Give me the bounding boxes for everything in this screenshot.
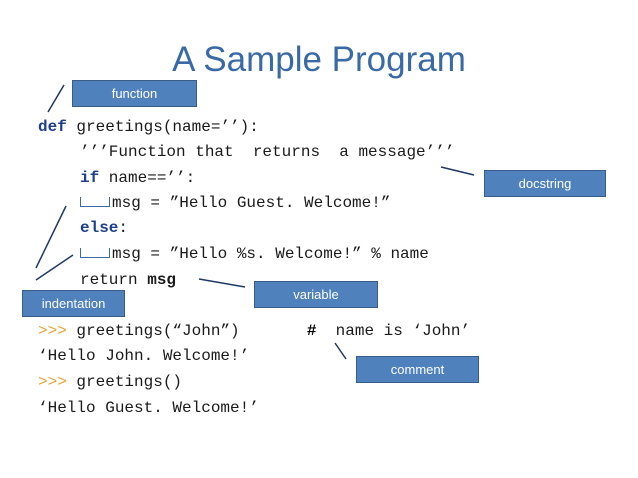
indentation-connector-lower [35, 254, 74, 281]
prompt-symbol: >>> [38, 373, 67, 391]
output-john: ‘Hello John. Welcome!’ [38, 347, 250, 365]
comment-connector [334, 342, 347, 360]
else-keyword: else [80, 219, 119, 237]
indentation-connector-upper [35, 205, 67, 269]
else-colon: : [118, 219, 129, 237]
comment-label: comment [356, 356, 479, 383]
return-keyword: return [80, 271, 148, 289]
slide-title: A Sample Program [172, 40, 466, 79]
code-line-def: def greetings(name=’’): [38, 117, 259, 137]
return-variable: msg [147, 271, 177, 289]
indentation-label: indentation [22, 290, 125, 317]
docstring-label: docstring [484, 170, 606, 197]
msg-guest-text: msg = ”Hello Guest. Welcome!” [112, 194, 391, 212]
variable-label: variable [254, 281, 378, 308]
code-line-call-john: >>> greetings(“John”) # name is ‘John’ [38, 321, 470, 341]
function-connector [47, 84, 65, 113]
indent-marker-icon [80, 248, 110, 258]
code-line-else: else: [80, 218, 128, 238]
code-line-call-guest: >>> greetings() [38, 372, 182, 392]
if-condition: name==’’: [99, 169, 196, 187]
function-label: function [72, 80, 197, 107]
code-line-docstring: ’’’Function that returns a message’’’ [80, 143, 455, 161]
indent-marker-icon [80, 197, 110, 207]
if-keyword: if [80, 169, 100, 187]
code-line-return: return msg [80, 270, 176, 290]
code-line-msg-name: msg = ”Hello %s. Welcome!” % name [80, 244, 429, 264]
docstring-connector [440, 166, 475, 176]
variable-connector [198, 278, 246, 288]
output-guest: ‘Hello Guest. Welcome!’ [38, 399, 259, 417]
code-line-if: if name==’’: [80, 168, 195, 188]
call-john: greetings(“John”) [66, 322, 240, 340]
call-guest: greetings() [66, 373, 183, 391]
msg-name-text: msg = ”Hello %s. Welcome!” % name [112, 245, 429, 263]
comment-text: name is ‘John’ [316, 322, 471, 340]
code-line-msg-guest: msg = ”Hello Guest. Welcome!” [80, 193, 390, 213]
def-keyword: def [38, 118, 67, 136]
prompt-symbol: >>> [38, 322, 67, 340]
def-signature: greetings(name=’’): [66, 118, 259, 136]
comment-hash: # [306, 322, 317, 340]
